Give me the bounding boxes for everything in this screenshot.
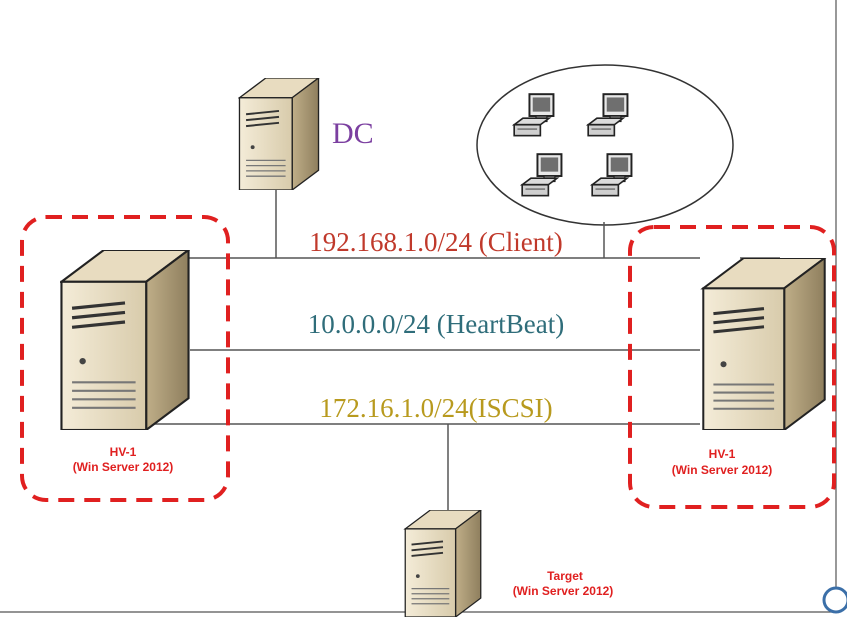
iscsi-network-label: 172.16.1.0/24(ISCSI) [319,393,552,423]
client-group-ellipse [476,64,734,226]
hv-right-name: HV-1 [709,447,736,461]
cluster-box-left [20,215,230,502]
client-network-label: 192.168.1.0/24 (Client) [309,227,562,257]
hv-left-server-icon [60,250,190,430]
corner-circle-icon [822,586,847,614]
hv-left-name: HV-1 [110,445,137,459]
target-os: (Win Server 2012) [513,584,614,598]
dc-server-icon [238,78,320,190]
cluster-box-right [628,225,836,509]
target-name: Target [547,569,583,583]
heartbeat-network-label: 10.0.0.0/24 (HeartBeat) [308,309,564,339]
target-server-icon [404,510,482,617]
hv-right-os: (Win Server 2012) [672,463,773,477]
hv-left-os: (Win Server 2012) [73,460,174,474]
hv-right-server-icon [701,258,827,430]
dc-label: DC [332,117,374,150]
